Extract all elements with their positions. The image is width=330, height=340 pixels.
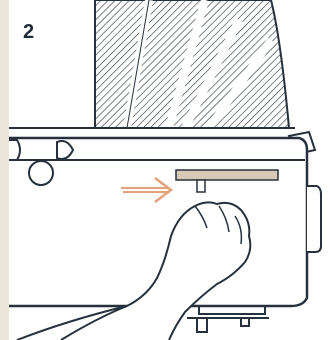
- release-lever-stem: [197, 180, 205, 192]
- rail-knob-left: [9, 140, 20, 160]
- illustration-panel: 2: [9, 0, 330, 340]
- bassinet-diagram: [9, 0, 330, 340]
- release-slider-bar: [176, 170, 278, 180]
- canopy-hood: [95, 0, 289, 128]
- step-number: 2: [23, 20, 34, 44]
- base-frame: [187, 306, 269, 332]
- round-button: [29, 161, 53, 185]
- side-handle: [307, 186, 321, 252]
